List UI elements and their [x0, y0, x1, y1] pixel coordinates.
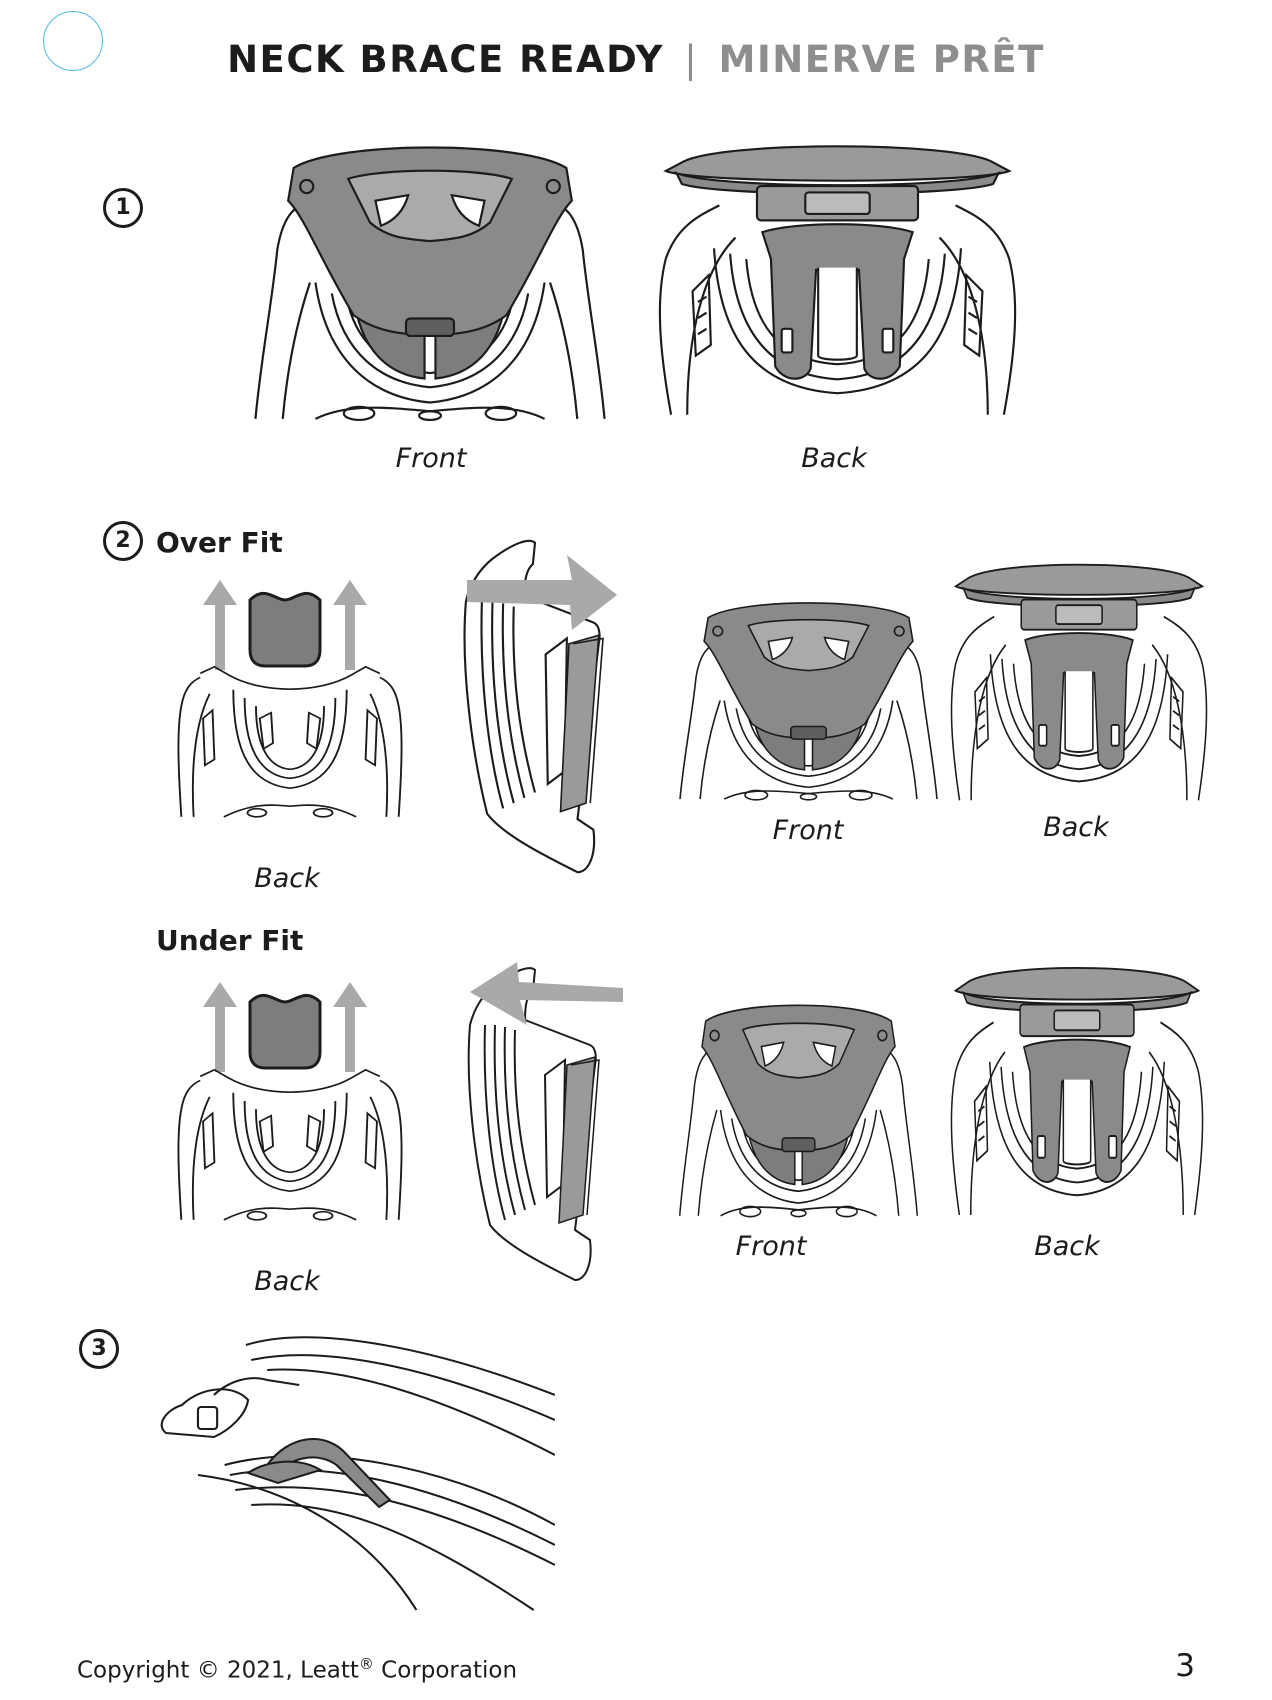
over-fit-back-brace-caption: Back	[1043, 812, 1109, 843]
footer-copyright: Copyright © 2021, Leatt® Corporation	[77, 1655, 517, 1684]
step-1-back-caption: Back	[801, 443, 867, 474]
under-fit-front-illustration	[676, 1000, 921, 1220]
under-fit-front-caption: Front	[735, 1231, 807, 1262]
over-fit-front-caption: Front	[772, 815, 844, 846]
arrow-right-icon	[462, 550, 622, 630]
registered-mark: ®	[358, 1655, 374, 1673]
under-fit-back-brace-caption: Back	[1034, 1231, 1100, 1262]
step-1-back-illustration	[655, 138, 1020, 423]
step-2-badge: 2	[103, 521, 143, 561]
under-fit-back-caption: Back	[254, 1266, 320, 1297]
over-fit-back-illustration	[155, 655, 425, 860]
page-title-separator: |	[684, 38, 699, 81]
over-fit-back-caption: Back	[254, 863, 320, 894]
over-fit-front-illustration	[676, 598, 941, 803]
over-fit-title: Over Fit	[156, 526, 283, 559]
page-number: 3	[1175, 1648, 1195, 1684]
step-1-front-caption: Front	[395, 443, 467, 474]
under-fit-back-brace-illustration	[948, 963, 1206, 1220]
copyright-suffix: Corporation	[373, 1657, 518, 1684]
page-title-alt: MINERVE PRÊT	[718, 38, 1045, 81]
corner-circle-mark	[43, 11, 103, 71]
over-fit-back-brace-illustration	[948, 560, 1210, 805]
page-title: NECK BRACE READY | MINERVE PRÊT	[0, 38, 1272, 81]
page-title-main: NECK BRACE READY	[227, 38, 664, 81]
under-fit-back-illustration	[155, 1058, 425, 1263]
copyright-text: Copyright © 2021, Leatt	[77, 1657, 359, 1684]
step-1-badge: 1	[103, 188, 143, 228]
step-1-front-illustration	[250, 140, 610, 425]
step-3-badge: 3	[79, 1329, 119, 1369]
under-fit-title: Under Fit	[156, 924, 304, 957]
arrow-left-icon	[465, 960, 625, 1040]
step-3-detail-illustration	[150, 1325, 555, 1615]
